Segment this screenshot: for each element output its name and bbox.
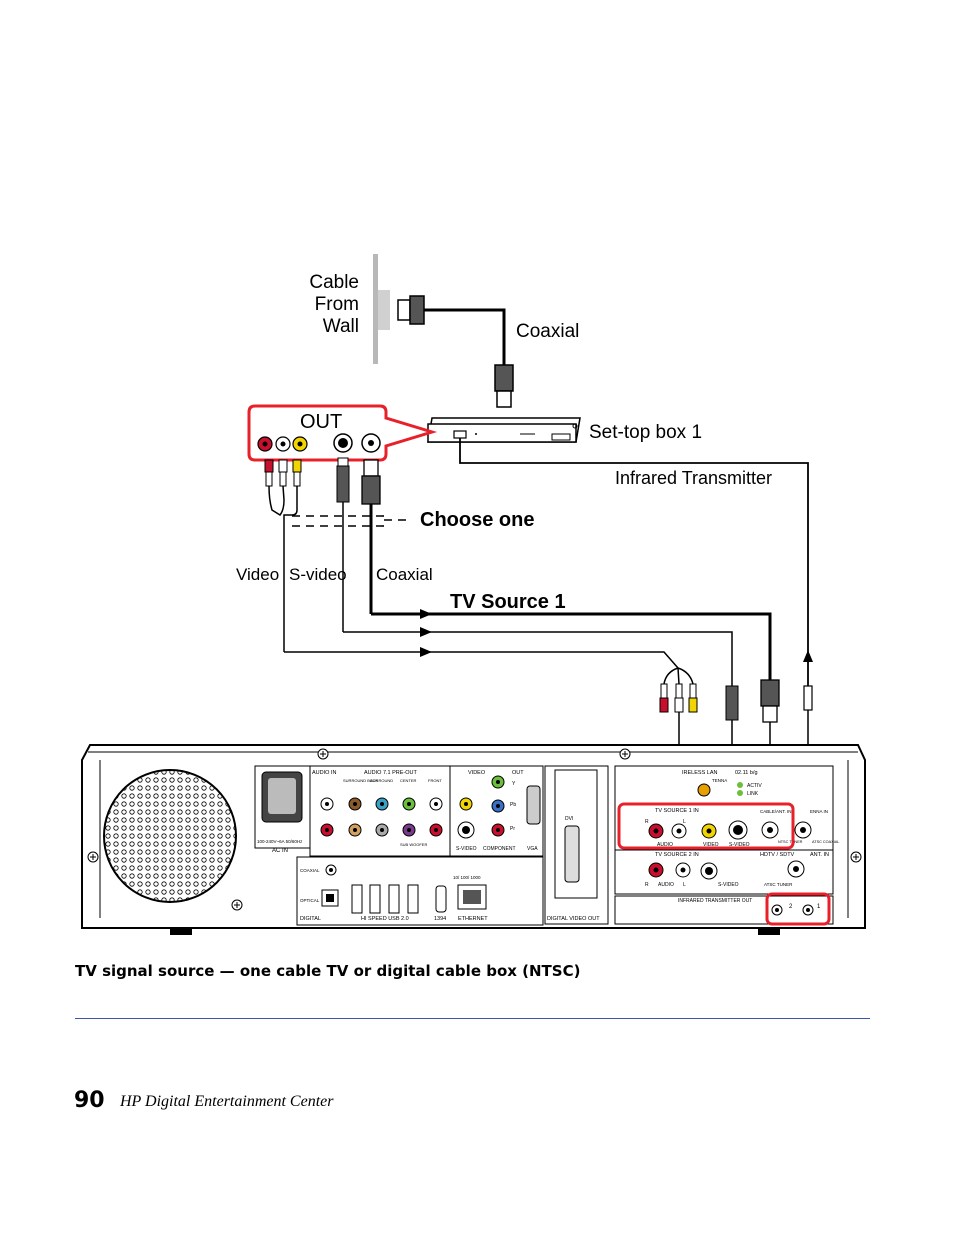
audio-jacks: [320, 797, 443, 837]
digital-label: DIGITAL: [300, 916, 321, 922]
label-infrared-transmitter: Infrared Transmitter: [615, 468, 772, 488]
usb-label: HI SPEED USB 2.0: [361, 916, 409, 922]
ant-in-label: ANT. IN: [810, 852, 829, 858]
ethernet-speed-label: 10/ 100/ 1000: [453, 875, 481, 880]
pc-svideo-plug: [725, 685, 739, 721]
svideo-out-label: S-VIDEO: [456, 846, 477, 852]
ir-2-label: 2: [789, 904, 793, 910]
wireless-lan-label: IRELESS LAN: [682, 770, 717, 776]
label-choose-one: Choose one: [420, 509, 534, 531]
ir-transmitter-cable: [459, 438, 809, 700]
ac-in-label: AC IN: [272, 848, 288, 854]
video-in-label-1: VIDEO: [703, 842, 719, 848]
hdtv-sdtv-label: HDTV / SDTV: [760, 852, 795, 858]
l-label-2: L: [683, 882, 686, 888]
label-coaxial-bottom: Coaxial: [376, 565, 433, 584]
ir-out-highlight: [765, 892, 831, 926]
video-out-label: OUT: [512, 770, 524, 776]
dvi-port: [564, 825, 580, 883]
tv-source-1-in-label: TV SOURCE 1 IN: [655, 808, 699, 814]
surround-label: SURROUND: [370, 778, 393, 783]
ir-transmitter-out-label: INFRARED TRANSMITTER OUT: [678, 898, 752, 904]
wall: [373, 254, 378, 364]
connection-diagram: Cable From Wall Coaxial Set-top box 1 OU…: [81, 254, 866, 935]
label-coaxial-top: Coaxial: [516, 321, 579, 342]
label-wall: Wall: [323, 316, 359, 337]
ir-1-label: 1: [817, 904, 821, 910]
component-label: COMPONENT: [483, 846, 516, 852]
label-from: From: [315, 294, 359, 315]
label-video: Video: [236, 565, 279, 584]
usb-ports: [351, 884, 363, 914]
wall-coax-connector: [397, 295, 425, 325]
r-label-2: R: [645, 882, 649, 888]
active-label: ACTIV: [747, 783, 762, 789]
coax-cable-to-pc: [371, 612, 772, 680]
svideo-in-label-1: S-VIDEO: [729, 842, 750, 848]
cable-ant-in-label: CABLE/ANT. IN: [760, 809, 792, 814]
digital-video-out-label: DIGITAL VIDEO OUT: [547, 916, 600, 922]
ntsc-tuner-label: NTSC TUNER: [778, 840, 803, 844]
pc-coax-plug: [760, 679, 780, 723]
audio-label-1: AUDIO: [657, 842, 673, 848]
label-out: OUT: [300, 411, 342, 433]
tv-source-2-in-label: TV SOURCE 2 IN: [655, 852, 699, 858]
atsc-coaxial-label: ATSC COAXIAL: [812, 840, 839, 844]
box-svideo-plug: [336, 457, 350, 503]
pc-back-panel: 100-240V~6A 50/60Hz AC IN AUDIO IN AUDIO…: [81, 744, 866, 935]
fan-grill: [103, 769, 237, 903]
set-top-box-ir-window: [453, 430, 467, 439]
front-label: FRONT: [428, 778, 442, 783]
svideo-cable-to-pc: [343, 631, 733, 686]
wlan-std-label: 02.11 b/g: [735, 770, 758, 776]
set-top-box: [427, 417, 581, 443]
audio-in-label: AUDIO IN: [312, 770, 336, 776]
optical-label: OPTICAL: [300, 898, 320, 903]
video-label: VIDEO: [468, 770, 486, 776]
ethernet-label: ETHERNET: [458, 916, 488, 922]
coaxial-audio-label: COAXIAL: [300, 868, 320, 873]
atsc-tuner-label: ATSC TUNER: [764, 882, 793, 887]
r-label-1: R: [645, 819, 649, 825]
audio-71-label: AUDIO 7.1 PRE-OUT: [364, 770, 418, 776]
l-label-1: L: [683, 819, 686, 825]
antenna-label: TENNA: [712, 778, 727, 783]
box-coax-connector: [494, 364, 514, 408]
page-number: 90: [74, 1088, 105, 1113]
running-title: HP Digital Entertainment Center: [120, 1093, 334, 1110]
audio-label-2: AUDIO: [658, 882, 674, 888]
label-svideo: S-video: [289, 565, 347, 584]
choose-one-bracket: [292, 515, 412, 527]
sub-woofer-label: SUB WOOFER: [400, 842, 427, 847]
pc-ir-plug: [803, 685, 813, 711]
label-set-top-box: Set-top box 1: [589, 422, 702, 443]
out-jacks: [257, 433, 381, 453]
svideo-in-label-2: S-VIDEO: [718, 882, 739, 888]
box-rca-plugs: [264, 459, 302, 487]
vga-port: [526, 785, 541, 825]
ieee1394-port: [435, 885, 447, 913]
antenna-in-label: ENNA IN: [810, 809, 828, 814]
dvi-label: DVI: [565, 816, 573, 822]
video-cable-to-pc: [284, 651, 679, 669]
link-label: LINK: [747, 791, 759, 797]
y-label: Y: [512, 781, 516, 787]
box-coax-out-plug: [361, 459, 381, 505]
coax-cable-wall-to-box: [424, 308, 506, 365]
surround-back-label: SURROUND BACK: [343, 778, 378, 783]
vga-label: VGA: [527, 846, 538, 852]
label-cable: Cable: [309, 272, 359, 293]
pc-rca-plugs: [659, 683, 698, 713]
center-label: CENTER: [400, 778, 417, 783]
footer-rule: [75, 1018, 870, 1019]
ieee1394-label: 1394: [434, 916, 446, 922]
pr-label: Pr: [510, 826, 515, 832]
pb-label: Pb: [510, 802, 516, 808]
figure-caption: TV signal source — one cable TV or digit…: [75, 962, 581, 980]
tv-source-1-highlight: [617, 802, 795, 850]
label-tv-source-1: TV Source 1: [450, 591, 566, 613]
ac-rating: 100-240V~6A 50/60Hz: [257, 839, 303, 844]
